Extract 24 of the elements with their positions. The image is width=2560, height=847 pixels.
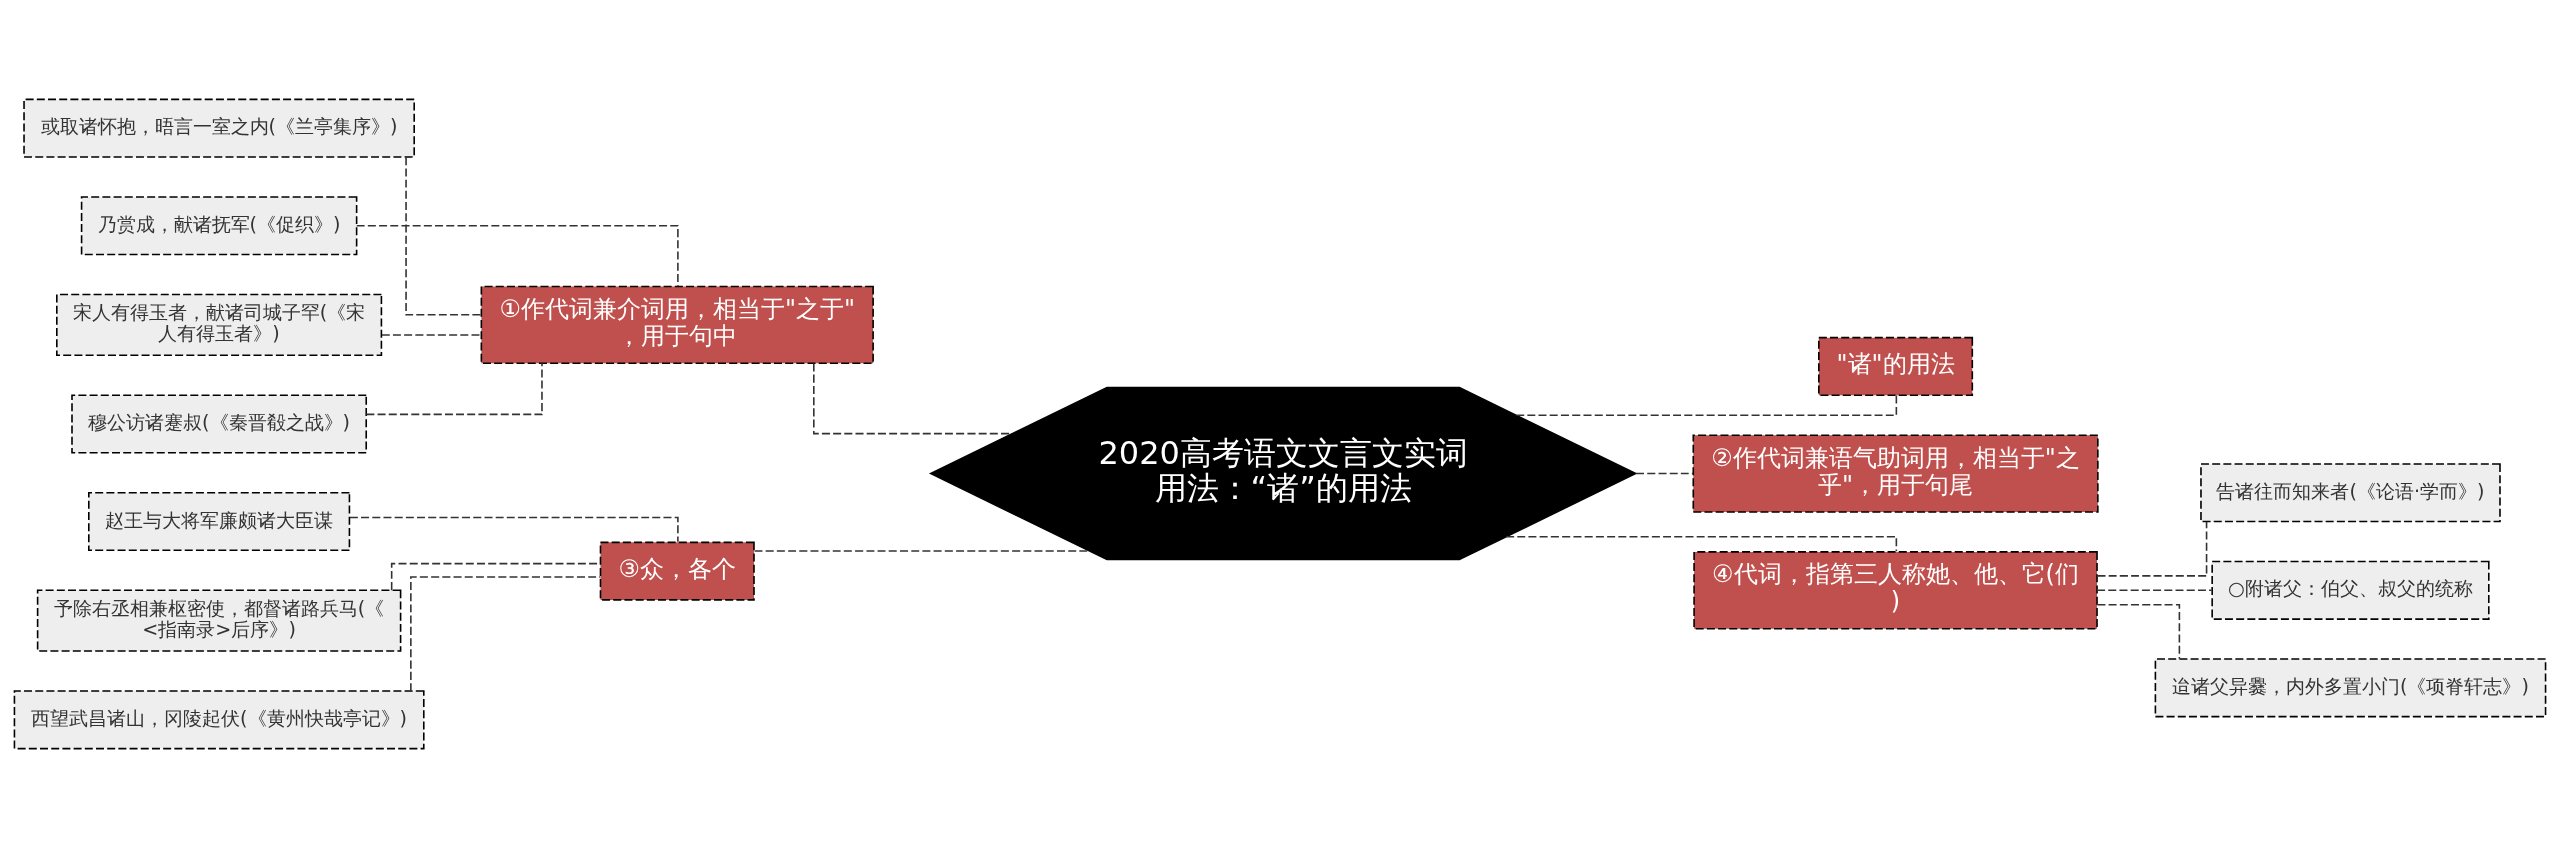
node-box: "诸"的用法 <box>1818 336 1974 396</box>
node-box: ○附诸父：伯父、叔父的统称 <box>2211 560 2490 620</box>
connector <box>1505 535 1898 552</box>
connector <box>1635 472 1694 474</box>
node-box: ④代词，指第三人称她、他、它(们) <box>1693 550 2098 629</box>
node-box: 穆公访诸蹇叔(《秦晋殽之战》) <box>71 393 368 454</box>
node-box: 乃赏成，献诸抚军(《促织》) <box>80 195 358 255</box>
node-box: ③众，各个 <box>599 541 755 601</box>
connector <box>405 156 482 316</box>
connector <box>2096 589 2213 591</box>
connector <box>365 362 543 415</box>
connector <box>355 224 679 287</box>
connector <box>2096 603 2181 660</box>
node-box: 宋人有得玉者，献诸司城子罕(《宋人有得玉者》) <box>56 293 383 356</box>
node-box: 予除右丞相兼枢密使，都督诸路兵马(《<指南录>后序》) <box>36 589 402 652</box>
connector <box>410 575 601 692</box>
node-box: 或取诸怀抱，晤言一室之内(《兰亭集序》) <box>23 98 415 158</box>
node-box: 告诸往而知来者(《论语·学而》) <box>2200 462 2501 522</box>
node-box: ②作代词兼语气助词用，相当于"之乎"，用于句尾 <box>1692 433 2099 513</box>
node-box: ①作代词兼介词用，相当于"之于"，用于句中 <box>480 285 874 364</box>
node-box: 迨诸父异爨，内外多置小门(《项脊轩志》) <box>2154 657 2547 717</box>
node-box: 西望武昌诸山，冈陵起伏(《黄州快哉亭记》) <box>13 689 425 749</box>
node-box: 赵王与大将军廉颇诸大臣谋 <box>88 491 351 551</box>
connector <box>2096 520 2208 577</box>
